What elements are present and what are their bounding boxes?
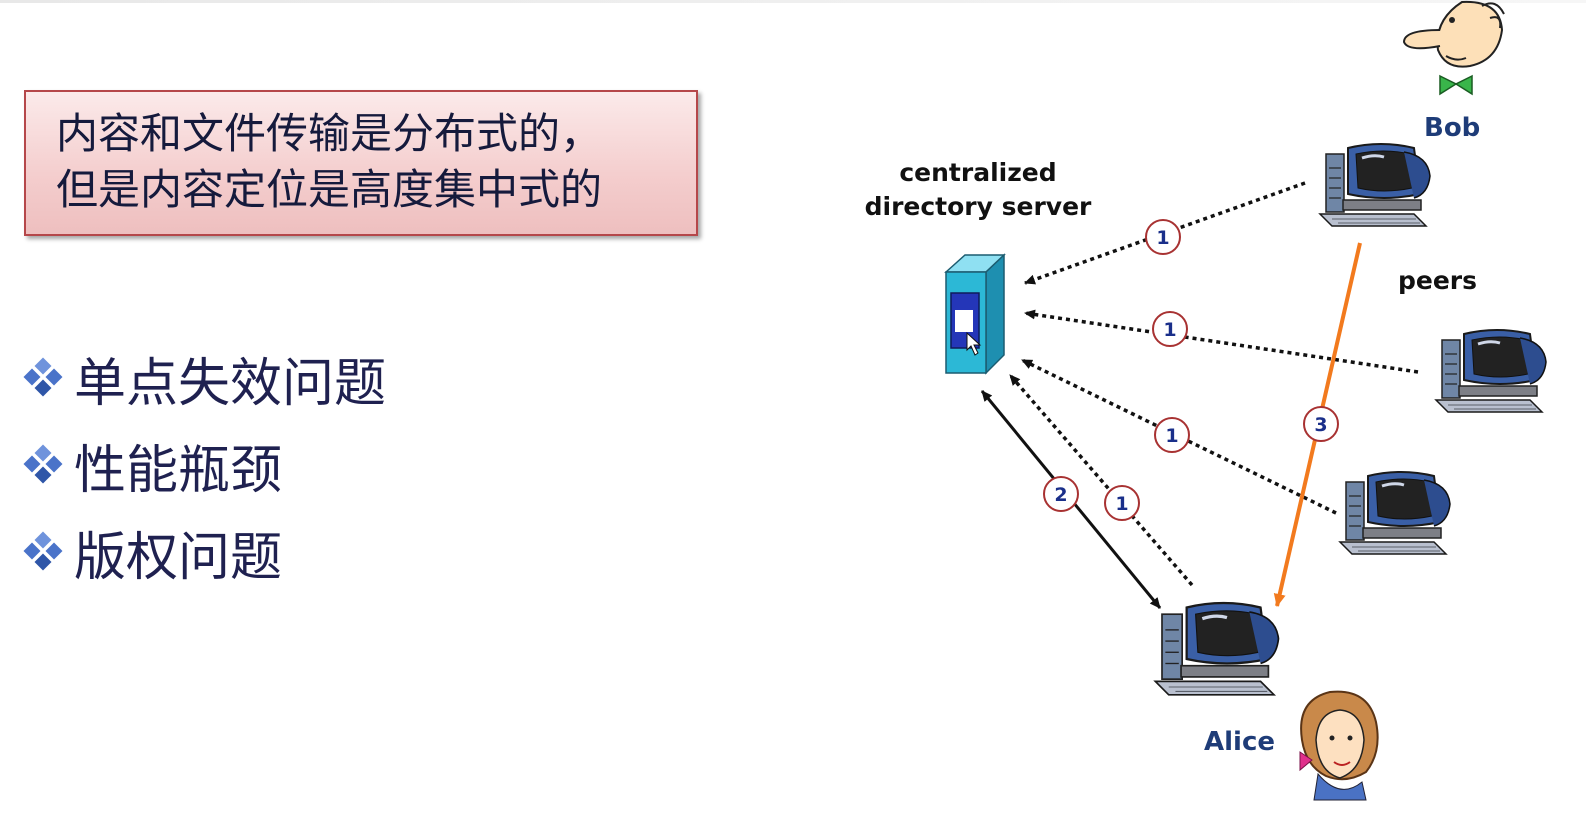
- alice-query-arrow: [1008, 373, 1194, 587]
- bob-query-arrow: [1024, 181, 1306, 285]
- server-icon: [944, 253, 1006, 375]
- bullet-list: 单点失效问题 性能瓶颈 版权问题: [22, 335, 386, 596]
- bullet-item: 性能瓶颈: [22, 422, 386, 509]
- svg-text:1: 1: [1165, 425, 1178, 447]
- callout-line-1: 内容和文件传输是分布式的，: [56, 109, 603, 158]
- bullet-text: 版权问题: [74, 528, 283, 588]
- svg-text:1: 1: [1115, 493, 1128, 515]
- svg-text:1: 1: [1156, 227, 1169, 249]
- callout-box: 内容和文件传输是分布式的， 但是内容定位是高度集中式的: [24, 90, 698, 236]
- step-marker: 2: [1043, 476, 1079, 512]
- bullet-text: 性能瓶颈: [74, 441, 283, 501]
- bullet-item: 单点失效问题: [22, 335, 386, 422]
- computer-icon: [1153, 601, 1281, 697]
- alice-label: Alice: [1204, 727, 1275, 757]
- diamond-bullet-icon: [23, 531, 63, 570]
- bob-cartoon-icon: [1402, 0, 1505, 96]
- bullet-text: 单点失效问题: [74, 354, 387, 414]
- peer1-query-arrow: [1024, 309, 1419, 374]
- server-label-line-2: directory server: [864, 192, 1092, 221]
- computer-icon: [1318, 142, 1432, 228]
- server-label: centralized directory server: [862, 156, 1094, 224]
- diamond-bullet-icon: [23, 357, 63, 396]
- svg-text:2: 2: [1054, 484, 1067, 506]
- alice-cartoon-icon: [1299, 690, 1379, 801]
- step-marker: 1: [1154, 417, 1190, 453]
- step-marker: 1: [1152, 311, 1188, 347]
- bullet-item: 版权问题: [22, 509, 386, 596]
- computer-icon: [1434, 328, 1548, 414]
- step-marker: 1: [1104, 485, 1140, 521]
- diamond-bullet-icon: [23, 444, 63, 483]
- computer-icon: [1338, 470, 1452, 556]
- top-edge: [0, 0, 1586, 3]
- step-marker: 3: [1303, 406, 1339, 442]
- peers-label: peers: [1398, 266, 1478, 295]
- step-marker: 1: [1145, 219, 1181, 255]
- bob-label: Bob: [1424, 113, 1481, 143]
- callout-line-2: 但是内容定位是高度集中式的: [56, 165, 603, 214]
- server-label-line-1: centralized: [899, 158, 1057, 187]
- peer2-query-arrow: [1021, 358, 1337, 515]
- svg-text:3: 3: [1314, 414, 1327, 436]
- svg-text:1: 1: [1163, 319, 1176, 341]
